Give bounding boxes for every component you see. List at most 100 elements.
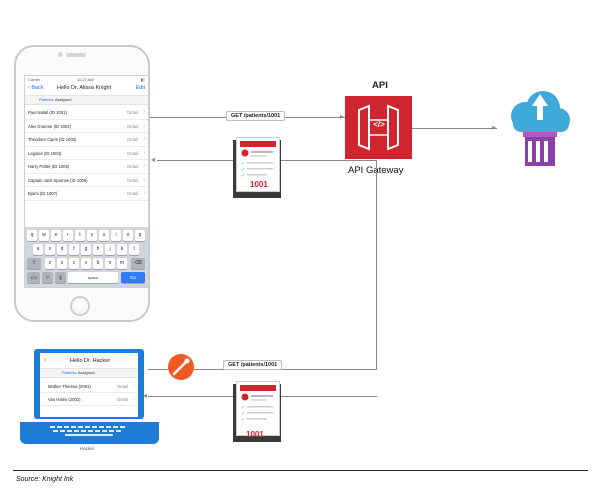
- keyboard-row-4: 123 ☺ 🎙 space Go: [25, 272, 148, 284]
- cloud-storage-icon: [503, 86, 573, 171]
- patients-filter[interactable]: Patients Assigned: [25, 95, 148, 105]
- laptop-patient-row[interactable]: Van Halen (2002)Detail›: [40, 393, 138, 406]
- key-t[interactable]: t: [75, 230, 85, 241]
- detail-link[interactable]: Detail: [117, 384, 128, 389]
- laptop-patients-filter[interactable]: Patients Assigned: [40, 368, 138, 378]
- gateway-vertical-connector: [376, 160, 377, 369]
- battery-icon: ▮▯: [140, 77, 145, 82]
- chevron-right-icon: ›: [143, 149, 145, 156]
- api-gateway-icon: [345, 96, 412, 159]
- key-i[interactable]: i: [111, 230, 121, 241]
- key-k[interactable]: k: [117, 244, 127, 255]
- laptop-keyboard-base: [20, 422, 159, 444]
- arrow-right-icon: ▸: [340, 112, 345, 121]
- endpoint-label-top: GET /patients/1001: [226, 111, 286, 121]
- gateway-to-cloud-line: [412, 128, 497, 129]
- arrow-left-icon: ◂: [143, 391, 148, 400]
- arrow-right-icon: ▸: [492, 123, 497, 132]
- detail-link[interactable]: Detail: [127, 191, 138, 196]
- patient-row[interactable]: Alex Graeme (ID 1002)Detail›: [25, 120, 148, 133]
- laptop-patient-row[interactable]: Mother Theresa (2001)Detail›: [40, 380, 138, 393]
- patient-row[interactable]: Bjorni (ID 1007) Detail ›: [25, 187, 148, 201]
- delete-key[interactable]: ⌫: [131, 258, 145, 269]
- patient-row[interactable]: Captain Jack Sparrow (ID 1006)Detail›: [25, 174, 148, 187]
- key-m[interactable]: m: [117, 258, 127, 269]
- key-n[interactable]: n: [105, 258, 115, 269]
- chevron-right-icon: ›: [143, 122, 145, 129]
- key-v[interactable]: v: [81, 258, 91, 269]
- hacker-tool-icon: [167, 353, 195, 381]
- patient-record-icon-bottom: ✓ ✓ ✓: [236, 381, 280, 436]
- status-time: 11:27 AM: [77, 77, 94, 82]
- key-d[interactable]: d: [57, 244, 67, 255]
- key-x[interactable]: x: [57, 258, 67, 269]
- back-button[interactable]: ‹ Back: [28, 85, 44, 91]
- detail-link[interactable]: Detail: [127, 150, 138, 156]
- key-s[interactable]: s: [45, 244, 55, 255]
- detail-link[interactable]: Detail: [117, 397, 128, 402]
- patient-name: Captain Jack Sparrow (ID 1006): [28, 177, 88, 183]
- key-b[interactable]: b: [93, 258, 103, 269]
- patient-name: Bjorni (ID 1007): [28, 191, 58, 196]
- detail-link[interactable]: Detail: [127, 137, 138, 142]
- patient-name: Mother Theresa (2001): [48, 384, 91, 389]
- chevron-left-icon[interactable]: ‹: [44, 357, 47, 364]
- microphone-key[interactable]: 🎙: [55, 272, 66, 283]
- patient-name: Harry Potter (ID 1005): [28, 164, 70, 169]
- key-w[interactable]: w: [39, 230, 49, 241]
- space-key[interactable]: space: [68, 272, 118, 283]
- key-c[interactable]: c: [69, 258, 79, 269]
- key-h[interactable]: h: [93, 244, 103, 255]
- key-z[interactable]: z: [45, 258, 55, 269]
- detail-link[interactable]: Detail: [127, 164, 138, 169]
- svg-text:✓: ✓: [241, 173, 245, 179]
- patient-row[interactable]: Paul Nutall (ID 1001)Detail›: [25, 106, 148, 120]
- laptop-title: Hello Dr. Hacker: [70, 358, 111, 364]
- key-l[interactable]: l: [129, 244, 139, 255]
- edit-button[interactable]: Edit: [135, 85, 145, 91]
- key-e[interactable]: e: [51, 230, 61, 241]
- key-r[interactable]: r: [63, 230, 73, 241]
- detail-link[interactable]: Detail: [127, 123, 138, 129]
- go-key[interactable]: Go: [121, 272, 145, 283]
- chevron-left-icon: ‹: [28, 85, 32, 91]
- key-p[interactable]: p: [135, 230, 145, 241]
- key-g[interactable]: g: [81, 244, 91, 255]
- patient-row[interactable]: Harry Potter (ID 1005)Detail›: [25, 160, 148, 174]
- filter-value: Assigned: [55, 97, 72, 102]
- shift-key[interactable]: ⇧: [27, 258, 41, 269]
- laptop-patient-list: Mother Theresa (2001)Detail›Van Halen (2…: [40, 380, 138, 406]
- key-j[interactable]: j: [105, 244, 115, 255]
- detail-link[interactable]: Detail: [127, 177, 138, 183]
- code-brackets-icon: </>: [373, 120, 385, 129]
- key-a[interactable]: a: [33, 244, 43, 255]
- phone-camera: [58, 52, 63, 57]
- key-y[interactable]: y: [87, 230, 97, 241]
- record-number-top: 1001: [250, 180, 268, 189]
- key-o[interactable]: o: [123, 230, 133, 241]
- laptop-screen: ‹ Hello Dr. Hacker Patients Assigned Mot…: [40, 353, 138, 417]
- laptop-filter-key: Patients: [62, 370, 77, 375]
- chevron-right-icon: ›: [143, 136, 145, 142]
- detail-link[interactable]: Detail: [127, 110, 138, 115]
- patient-row[interactable]: Theodore Cipris (ID 1003)Detail›: [25, 133, 148, 147]
- emoji-key[interactable]: ☺: [42, 272, 53, 283]
- patient-name: Paul Nutall (ID 1001): [28, 110, 67, 115]
- hacker-label: Hacker: [80, 446, 95, 451]
- key-q[interactable]: q: [27, 230, 37, 241]
- key-u[interactable]: u: [99, 230, 109, 241]
- chevron-right-icon: ›: [143, 190, 145, 196]
- record-number-bottom: 1001: [246, 430, 264, 439]
- phone-status-bar: Carrier 11:27 AM ▮▯: [25, 76, 148, 83]
- numbers-key[interactable]: 123: [27, 272, 40, 283]
- phone-home-button[interactable]: [70, 296, 90, 316]
- filter-key: Patients: [39, 97, 54, 102]
- patient-row[interactable]: Legolas (ID 1004) Detail ›: [25, 147, 148, 160]
- key-f[interactable]: f: [69, 244, 79, 255]
- patient-name: Legolas (ID 1004): [28, 150, 62, 156]
- endpoint-label-bottom: GET /patients/1001: [223, 360, 283, 370]
